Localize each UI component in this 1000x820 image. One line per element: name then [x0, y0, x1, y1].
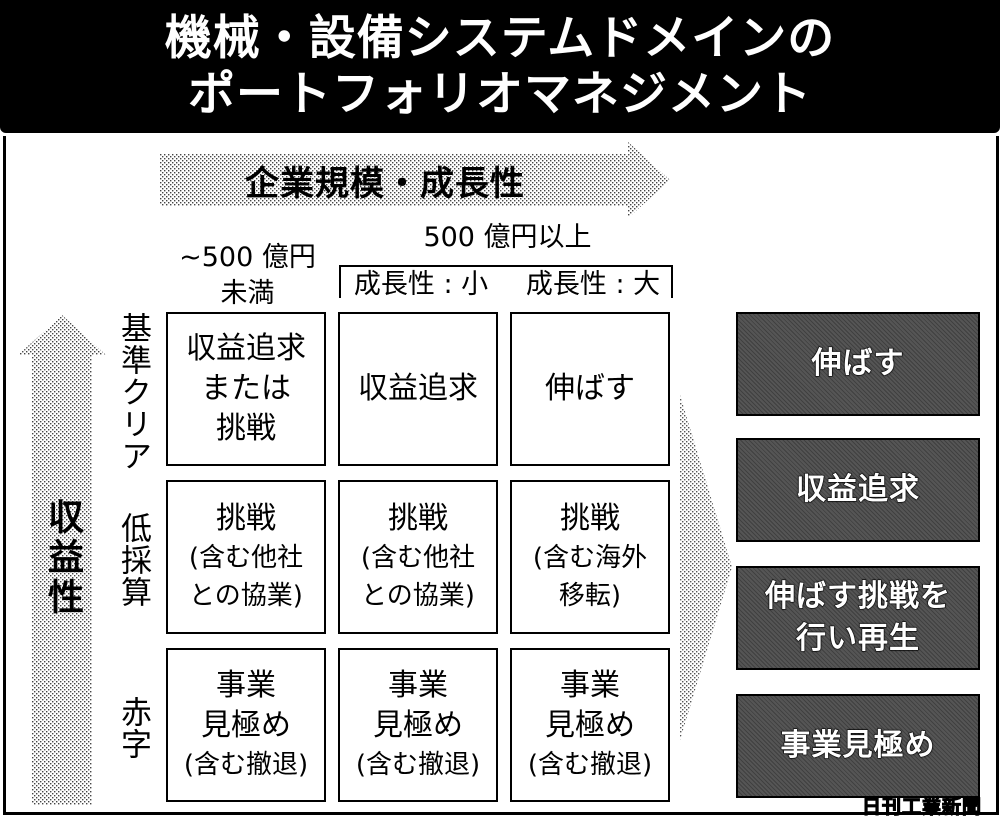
column-header-growth-large: 成長性 : 大 — [525, 269, 661, 300]
column-header-large: 500 億円以上 — [423, 222, 592, 253]
cell-main-text: 挑戦 — [216, 501, 276, 536]
matrix-cell-low-profit-col3: 挑戦 (含む海外移転) — [510, 480, 670, 634]
matrix-cell-deficit-col3: 事業見極め (含む撤退) — [510, 648, 670, 802]
matrix-cell-standard-cleared-col1: 収益追求または挑戦 — [166, 312, 326, 466]
outcome-text: 事業見極め — [780, 725, 936, 767]
column-header-small-line-1: ~500 億円 — [179, 242, 316, 273]
outcome-box-3: 伸ばす挑戦を行い再生 — [736, 566, 980, 670]
outcome-text-line: 事業見極め — [780, 728, 936, 764]
title-line-2: ポートフォリオマネジメント — [188, 66, 812, 122]
matrix-cell-low-profit-col2: 挑戦 (含む他社との協業) — [338, 480, 498, 634]
cell-main-text: 収益追求 — [358, 371, 478, 406]
matrix-cell-standard-cleared-col3: 伸ばす — [510, 312, 670, 466]
cell-main-text: 見極め — [373, 708, 463, 743]
column-bracket — [339, 265, 673, 298]
cell-main-text: 事業 — [560, 668, 620, 703]
matrix-cell-deficit-col2: 事業見極め (含む撤退) — [338, 648, 498, 802]
cell-main-text: 挑戦 — [560, 501, 620, 536]
cell-main-text: または — [201, 371, 291, 406]
cell-sub-text: (含む他社 — [360, 543, 476, 573]
column-header-small-line-2: 未満 — [220, 278, 275, 309]
axis-vertical-label: 収益性 — [42, 497, 83, 618]
diagram-frame — [3, 136, 999, 815]
cell-sub-text: との協業) — [361, 581, 475, 611]
vertical-arrow — [18, 315, 106, 805]
outcome-box-2: 収益追求 — [736, 438, 980, 542]
horizontal-arrow — [160, 142, 670, 218]
outcome-text-line: 収益追求 — [796, 472, 920, 508]
outcome-text-line: 伸ばす挑戦を — [765, 579, 951, 615]
axis-horizontal-label: 企業規模・成長性 — [245, 163, 525, 204]
cell-main-text: 事業 — [388, 668, 448, 703]
outcome-box-1: 伸ばす — [736, 312, 980, 416]
cell-sub-text: との協業) — [189, 581, 303, 611]
column-header-growth-small: 成長性 : 小 — [353, 269, 489, 300]
cell-sub-text: (含む撤退) — [527, 750, 653, 780]
matrix-cell-low-profit-col1: 挑戦 (含む他社との協業) — [166, 480, 326, 634]
outcome-text-line: 伸ばす — [811, 346, 905, 382]
cell-main-text: 事業 — [216, 668, 276, 703]
outcome-text-line: 行い再生 — [796, 621, 920, 657]
cell-main-text: 伸ばす — [545, 371, 635, 406]
cell-sub-text: (含む撤退) — [355, 750, 481, 780]
cell-sub-text: (含む他社 — [188, 543, 304, 573]
publisher-credit: 日刊工業新聞 — [862, 796, 983, 819]
row-label-deficit: 赤字 — [115, 696, 151, 760]
title-line-1: 機械・設備システムドメインの — [164, 10, 836, 66]
outcome-box-4: 事業見極め — [736, 694, 980, 798]
cell-main-text: 見極め — [545, 708, 635, 743]
cell-sub-text: (含む海外 — [532, 543, 648, 573]
outcome-text: 伸ばす — [811, 343, 905, 385]
matrix-cell-deficit-col1: 事業見極め (含む撤退) — [166, 648, 326, 802]
column-header-small: ~500 億円 未満 — [165, 240, 330, 312]
cell-main-text: 見極め — [201, 708, 291, 743]
outcome-text: 収益追求 — [796, 469, 920, 511]
cell-main-text: 挑戦 — [216, 411, 276, 446]
cell-sub-text: 移転) — [558, 581, 622, 611]
cell-main-text: 収益追求 — [186, 331, 306, 366]
outcome-text: 伸ばす挑戦を行い再生 — [765, 576, 951, 660]
row-label-standard-cleared: 基準クリア — [115, 312, 151, 472]
title-banner: 機械・設備システムドメインの ポートフォリオマネジメント — [0, 0, 1000, 133]
row-label-low-profit: 低採算 — [115, 512, 151, 608]
outcome-arrow — [680, 395, 732, 740]
cell-main-text: 挑戦 — [388, 501, 448, 536]
cell-sub-text: (含む撤退) — [183, 750, 309, 780]
matrix-cell-standard-cleared-col2: 収益追求 — [338, 312, 498, 466]
